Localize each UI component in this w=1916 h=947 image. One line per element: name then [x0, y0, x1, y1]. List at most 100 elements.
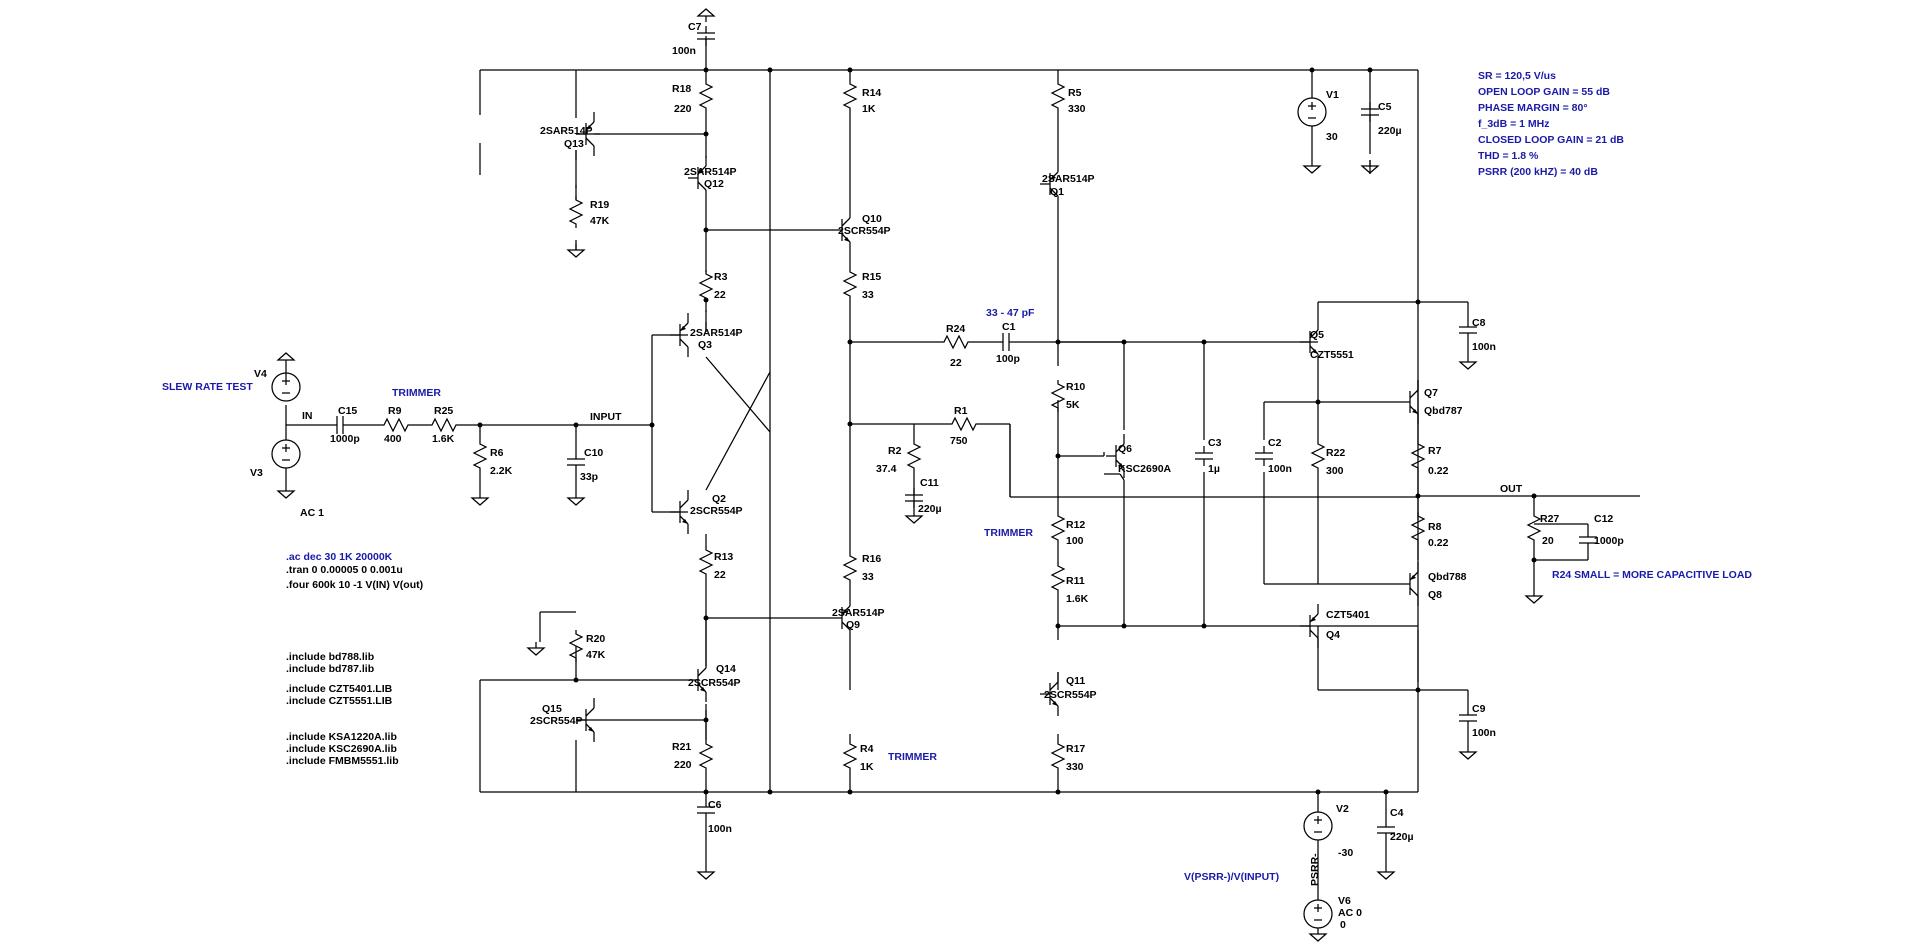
- r7-value: 0.22: [1428, 465, 1449, 477]
- q15-ref: Q15: [542, 703, 562, 715]
- resistor-r22: [1311, 439, 1325, 473]
- r20-value: 47K: [586, 649, 606, 661]
- q9-ref: Q9: [846, 619, 860, 631]
- q13-ref: Q13: [564, 138, 584, 150]
- r17-ref: R17: [1066, 743, 1085, 755]
- include-line: .include CZT5551.LIB: [286, 695, 393, 707]
- spec-line: OPEN LOOP GAIN = 55 dB: [1478, 86, 1610, 98]
- q4-ref: Q4: [1326, 629, 1340, 641]
- q8-ref: Q8: [1428, 589, 1442, 601]
- c11-ref: C11: [920, 477, 939, 489]
- r24-ref: R24: [946, 323, 965, 335]
- ground-r19: [567, 243, 585, 258]
- v6-value: AC 0: [1338, 907, 1362, 919]
- net-input-label: INPUT: [590, 411, 622, 423]
- c12-ref: C12: [1594, 513, 1613, 525]
- directive-line: .tran 0 0.00005 0 0.001u: [286, 564, 403, 576]
- r22-value: 300: [1326, 465, 1344, 477]
- r5-ref: R5: [1068, 87, 1082, 99]
- r25-value: 1.6K: [432, 433, 455, 445]
- r15-ref: R15: [862, 271, 881, 283]
- r4-ref: R4: [860, 743, 874, 755]
- r12-ref: R12: [1066, 519, 1085, 531]
- r6-ref: R6: [490, 447, 504, 459]
- r13-value: 22: [714, 569, 726, 581]
- net-in-label: IN: [302, 410, 313, 422]
- include-line: .include FMBM5551.lib: [286, 755, 399, 767]
- r24-load-note: R24 SMALL = MORE CAPACITIVE LOAD: [1552, 569, 1752, 581]
- resistor-r18: [699, 79, 713, 113]
- ground-v6: [1309, 927, 1327, 942]
- q7-ref: Q7: [1424, 387, 1438, 399]
- q14-ref: Q14: [716, 663, 736, 675]
- r3-value: 22: [714, 289, 726, 301]
- include-line: .include KSA1220A.lib: [286, 731, 397, 743]
- net-psrr-label: PSRR-: [1309, 853, 1321, 886]
- r9-value: 400: [384, 433, 402, 445]
- resistor-r11: [1051, 561, 1065, 595]
- r11-value: 1.6K: [1066, 593, 1089, 605]
- q1-ref: Q1: [1050, 186, 1064, 198]
- v2-value: -30: [1338, 847, 1353, 859]
- c9-ref: C9: [1472, 703, 1486, 715]
- voltage-source-v2: [1303, 811, 1333, 841]
- r21-value: 220: [674, 759, 692, 771]
- r16-value: 33: [862, 571, 874, 583]
- resistor-r3: [699, 269, 713, 303]
- c2-value: 100n: [1268, 463, 1292, 475]
- spec-line: PHASE MARGIN = 80°: [1478, 102, 1588, 114]
- q2-ref: Q2: [712, 493, 726, 505]
- resistor-r9: [379, 418, 413, 432]
- ground-v4: [277, 352, 295, 367]
- capacitor-c15: [329, 415, 351, 435]
- resistor-r24: [939, 335, 973, 349]
- r2-ref: R2: [888, 445, 902, 457]
- c4-ref: C4: [1390, 807, 1404, 819]
- resistor-r1: [947, 417, 981, 431]
- r27-ref: R27: [1540, 513, 1559, 525]
- spec-line: THD = 1.8 %: [1478, 150, 1539, 162]
- capacitor-c10: [566, 451, 586, 473]
- include-list: .include bd788.lib .include bd787.lib .i…: [286, 651, 399, 767]
- ground-r6: [471, 491, 489, 506]
- r12-value: 100: [1066, 535, 1084, 547]
- include-line: .include CZT5401.LIB: [286, 683, 393, 695]
- spec-line: SR = 120,5 V/us: [1478, 70, 1556, 82]
- c3-value: 1µ: [1208, 463, 1220, 475]
- r3-ref: R3: [714, 271, 728, 283]
- v6-value2: 0: [1340, 919, 1346, 931]
- spice-directives: .ac dec 30 1K 20000K .tran 0 0.00005 0 0…: [286, 551, 423, 591]
- directive-line: .four 600k 10 -1 V(IN) V(out): [286, 579, 423, 591]
- c8-ref: C8: [1472, 317, 1486, 329]
- r11-ref: R11: [1066, 575, 1085, 587]
- r14-ref: R14: [862, 87, 881, 99]
- r20-ref: R20: [586, 633, 605, 645]
- resistor-r2: [907, 439, 921, 473]
- r24-value: 22: [950, 357, 962, 369]
- v1-value: 30: [1326, 131, 1338, 143]
- r6-value: 2.2K: [490, 465, 513, 477]
- include-line: .include bd788.lib: [286, 651, 374, 663]
- spec-line: f_3dB = 1 MHz: [1478, 118, 1549, 130]
- net-out-label: OUT: [1500, 483, 1523, 495]
- q12-ref: Q12: [704, 178, 724, 190]
- q13-value: 2SAR514P: [540, 125, 593, 137]
- q9-value: 2SAR514P: [832, 607, 885, 619]
- c15-ref: C15: [338, 405, 357, 417]
- c6-value: 100n: [708, 823, 732, 835]
- junctions: [477, 67, 1537, 795]
- include-line: .include bd787.lib: [286, 663, 374, 675]
- r1-ref: R1: [954, 405, 968, 417]
- v1-ref: V1: [1326, 89, 1339, 101]
- r19-value: 47K: [590, 215, 610, 227]
- q10-ref: Q10: [862, 213, 882, 225]
- c9-value: 100n: [1472, 727, 1496, 739]
- q11-ref: Q11: [1066, 675, 1085, 687]
- ground-v3: [277, 484, 295, 499]
- r19-ref: R19: [590, 199, 609, 211]
- transistor-q7: [1399, 379, 1419, 425]
- resistor-r6: [473, 439, 487, 473]
- q6-value: KSC2690A: [1118, 463, 1172, 475]
- resistor-r5: [1051, 79, 1065, 113]
- q14-value: 2SCR554P: [688, 677, 741, 689]
